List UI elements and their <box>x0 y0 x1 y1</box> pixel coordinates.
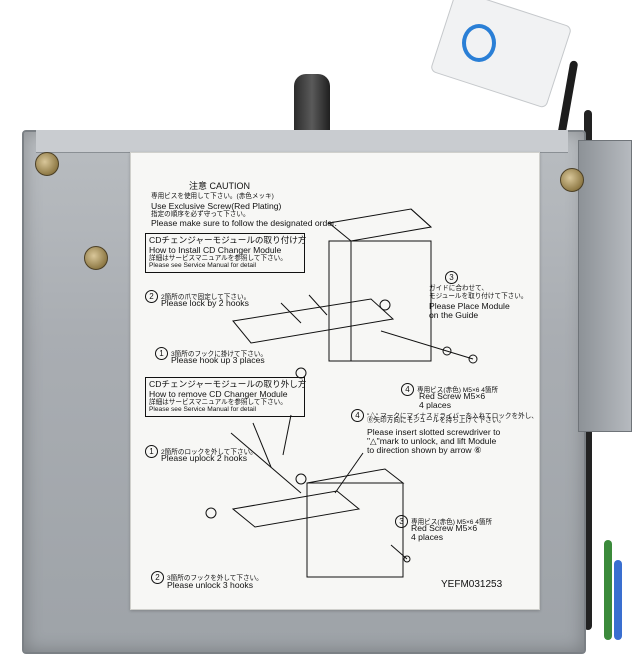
install-step3-jp-a-text: ガイドに合わせて、 <box>429 285 489 292</box>
remove-instructions-box <box>145 377 305 417</box>
remove-jp-title: CDチェンジャーモジュールの取り外し方 <box>149 379 307 389</box>
install-step3-en-b: on the Guide <box>429 310 479 320</box>
remove-tray <box>231 490 361 528</box>
remove-step2-en: Please unlock 3 hooks <box>167 580 253 590</box>
screw-icon <box>560 168 584 192</box>
remove-step3-en-a: Red Screw M5×6 <box>411 523 478 533</box>
screw-icon <box>35 152 59 176</box>
screw-icon <box>468 354 478 364</box>
caution-title: 注意 CAUTION <box>189 181 251 191</box>
remove-en-title: How to remove CD Changer Module <box>149 389 288 399</box>
model-code: YEFM031253 <box>441 579 503 590</box>
remove-en-note: Please see Service Manual for detail <box>149 406 257 413</box>
remove-step4-en-a: Please insert slotted screwdriver to <box>367 427 501 437</box>
screw-icon <box>84 246 108 270</box>
side-bracket <box>578 140 632 432</box>
install-en-title: How to Install CD Changer Module <box>149 245 282 255</box>
remove-step4-en-b: "△"mark to unlock, and lift Module <box>367 436 497 446</box>
install-step4-en-b: 4 places <box>419 400 452 410</box>
install-instructions-box <box>145 233 305 273</box>
screw-icon <box>403 555 411 563</box>
remove-step1-en: Please uplock 2 hooks <box>161 453 247 463</box>
remove-step3-en-b: 4 places <box>411 532 444 542</box>
wire-harness-4 <box>614 560 622 640</box>
screwdriver-icon <box>252 422 272 468</box>
remove-step4-en-c: to direction shown by arrow ⑥ <box>367 445 482 455</box>
caution-en-line-1: Use Exclusive Screw(Red Plating) <box>151 201 282 211</box>
install-tray <box>232 298 395 344</box>
caution-en-line-2: Please make sure to follow the designate… <box>151 218 337 228</box>
chassis-top-lip <box>36 130 568 153</box>
install-step4-en-a: Red Screw M5×6 <box>419 391 486 401</box>
remove-jp-note: 詳細はサービスマニュアルを参照して下さい。 <box>149 399 287 406</box>
install-module-body <box>328 240 432 362</box>
wire-connector <box>429 0 573 109</box>
antenna-knob <box>294 74 330 136</box>
install-step3-en-a: Please Place Module <box>429 301 510 311</box>
remove-module-body <box>306 482 404 578</box>
install-jp-note: 詳細はサービスマニュアルを参照して下さい。 <box>149 255 287 262</box>
screw-icon <box>442 346 452 356</box>
wire-harness-3 <box>604 540 612 640</box>
install-jp-title: CDチェンジャーモジュールの取り付け方 <box>149 235 307 245</box>
install-step3-jp-a: 3 <box>445 271 461 284</box>
technical-drawing <box>205 208 478 578</box>
install-step2-en: Please lock by 2 hooks <box>161 298 249 308</box>
remove-step4-jp-a: 4"△" マークにマイナスドライバーを入れてロックを外し、 <box>351 409 538 422</box>
connector-ring-icon <box>462 24 496 62</box>
caution-jp-line-2: 指定の順序を必ず守って下さい。 <box>151 211 250 218</box>
install-step3-jp-b-text: モジュールを取り付けて下さい。 <box>429 293 528 300</box>
caution-jp-line-1: 専用ビスを使用して下さい。(赤色メッキ) <box>151 193 274 200</box>
remove-step4-jp-b: ⑥矢印方向にモジュールを持ち上げて下さい。 <box>367 417 506 424</box>
install-step1-en: Please hook up 3 places <box>171 355 265 365</box>
install-en-note: Please see Service Manual for detail <box>149 262 257 269</box>
instruction-label: 注意 CAUTION 専用ビスを使用して下さい。(赤色メッキ) Use Excl… <box>130 152 540 610</box>
